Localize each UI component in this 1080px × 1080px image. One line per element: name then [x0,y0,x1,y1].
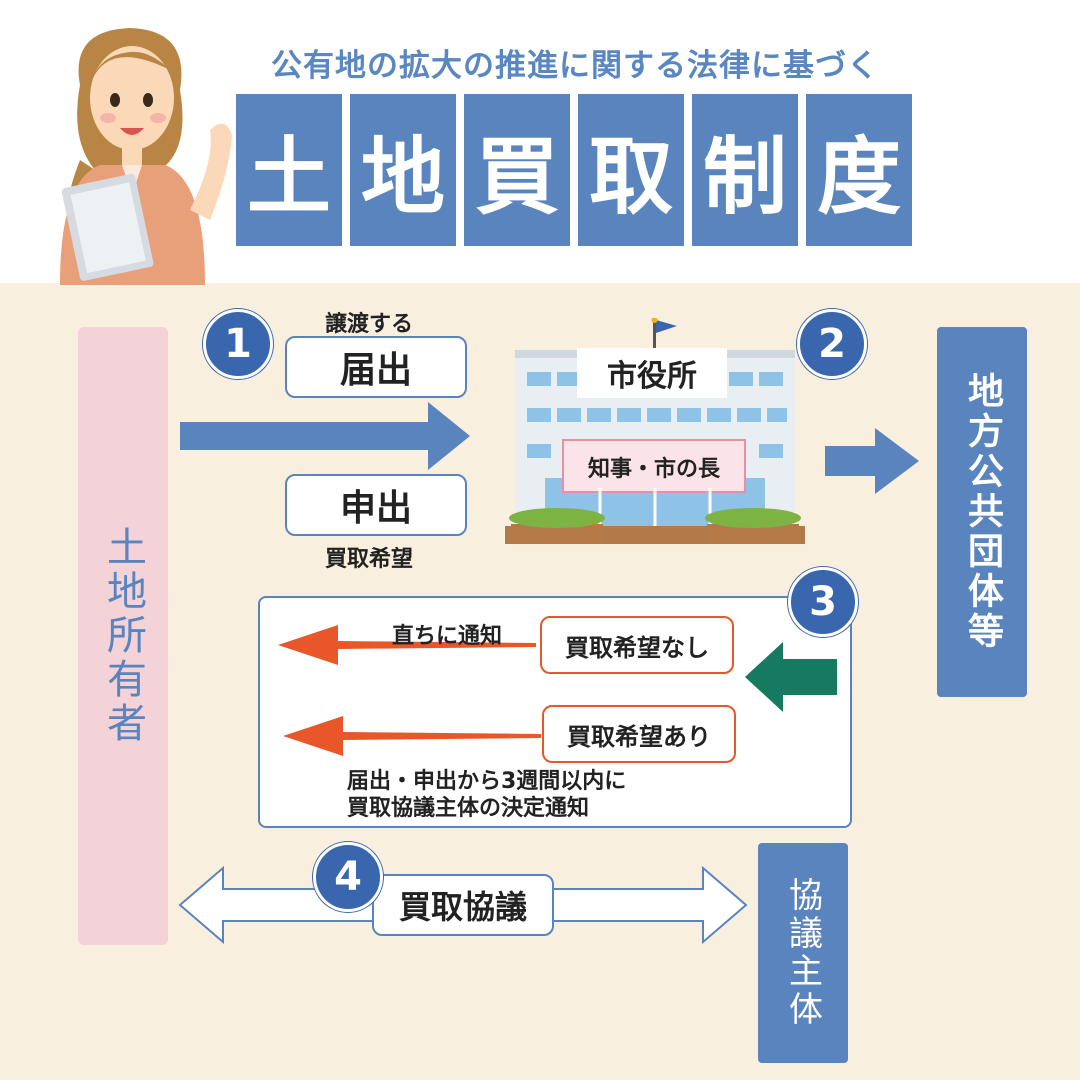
title-char: 買 [464,94,570,246]
left-arrow-icon [745,642,837,712]
step-2-badge: 2 [797,309,867,379]
law-subtitle: 公有地の拡大の推進に関する法律に基づく [271,48,879,84]
right-arrow-icon [825,428,919,494]
no-purchase-wish-box: 買取希望なし [540,616,734,674]
official-label: 知事・市の長 [587,457,720,482]
title-char: 制 [692,94,798,246]
notification-box: 届出 [285,336,467,398]
negotiation-party-bar: 協議主体 [758,843,848,1063]
negotiation-box: 買取協議 [372,874,554,936]
left-arrow-icon [278,625,536,665]
decision-notice-line2: 買取協議主体の決定通知 [347,796,590,821]
step-1-badge: 1 [203,309,273,379]
page-title: 土 地 買 取 制 度 [236,94,912,246]
request-box: 申出 [285,474,467,536]
step-3-badge: 3 [788,567,858,637]
title-char: 取 [578,94,684,246]
title-char: 度 [806,94,912,246]
building-icon [505,318,805,544]
step-4-badge: 4 [313,842,383,912]
left-arrow-icon [283,716,541,756]
title-char: 土 [236,94,342,246]
landowner-bar: 土地所有者 [78,327,168,945]
transfer-label: 譲渡する [325,312,414,337]
response-panel [258,596,852,828]
immediate-notice-label: 直ちに通知 [392,624,503,649]
title-char: 地 [350,94,456,246]
purchase-wish-box: 買取希望あり [542,705,736,763]
decision-notice-line1: 届出・申出から3週間以内に [347,769,627,794]
purchase-wish-label: 買取希望 [325,547,414,572]
woman-illustration-icon [60,28,232,285]
right-arrow-icon [180,402,470,470]
city-hall-sign: 市役所 [607,359,697,394]
local-government-bar: 地方公共団体等 [937,327,1027,697]
